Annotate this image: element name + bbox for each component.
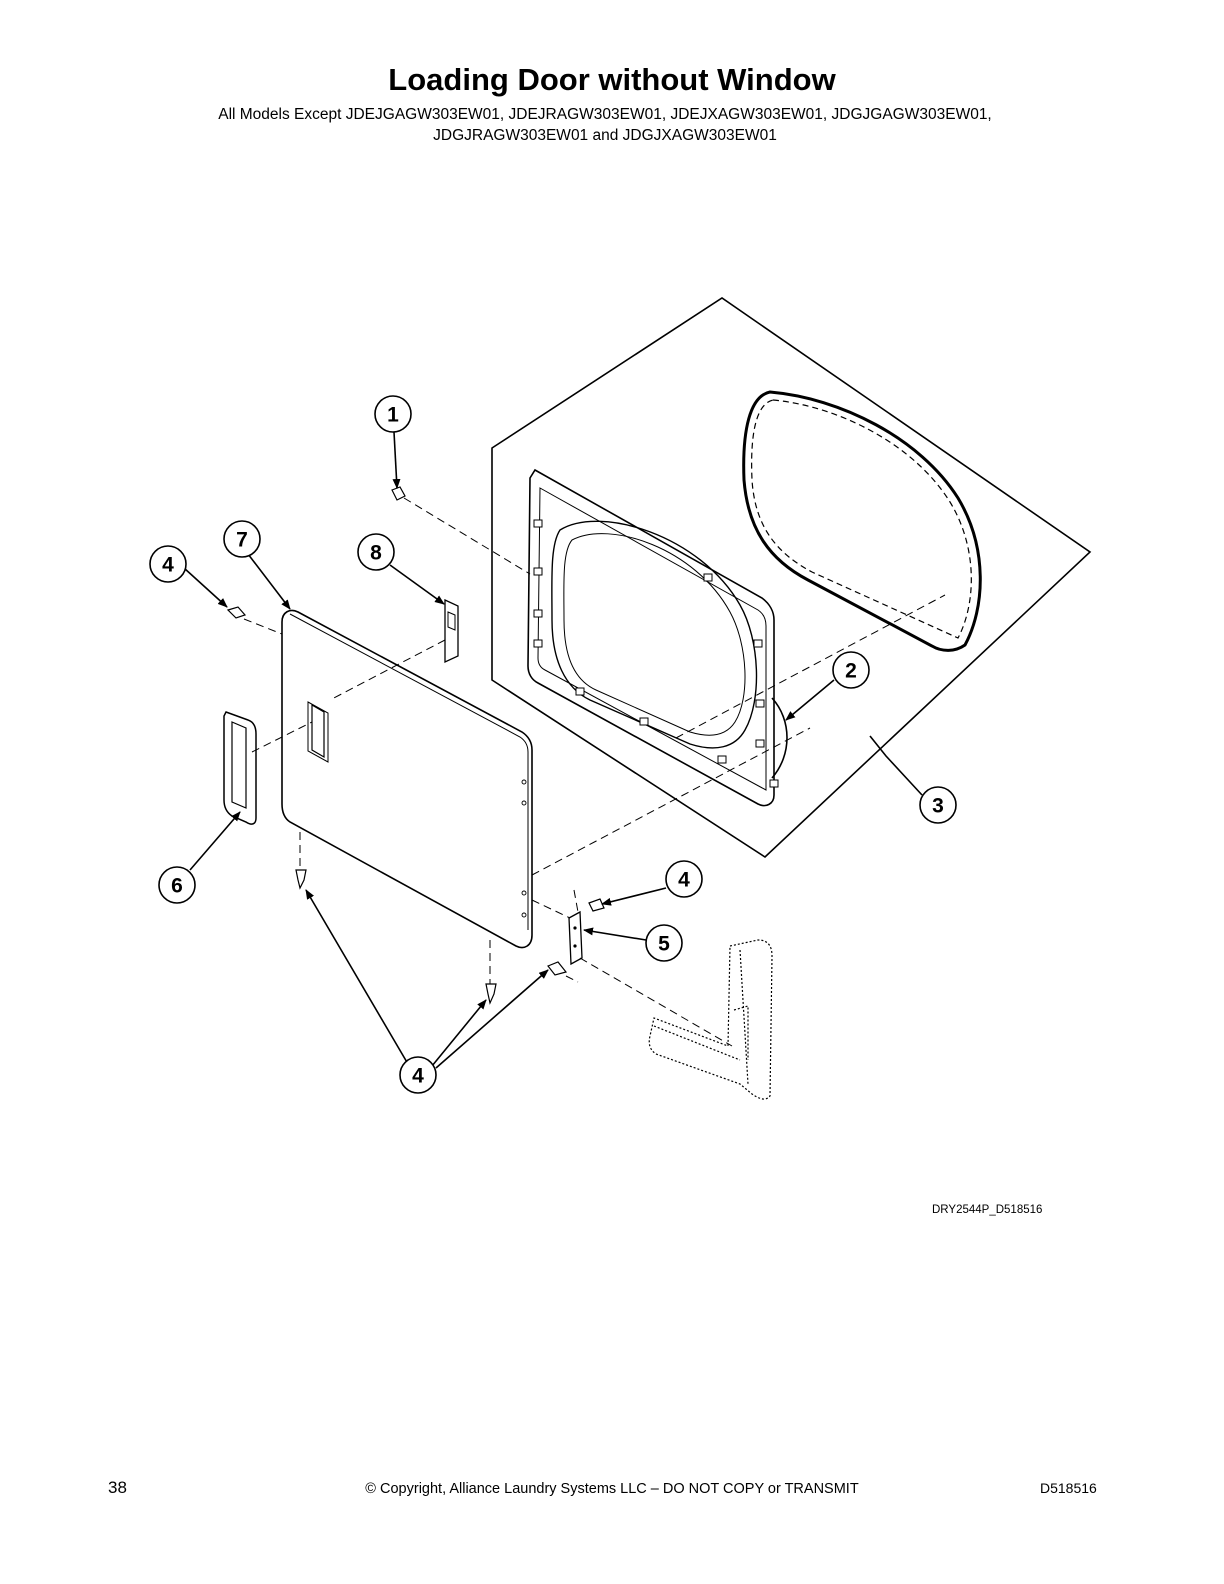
page-number: 38 (108, 1478, 127, 1497)
callout-3-label: 3 (932, 795, 944, 818)
callout-5-label: 5 (658, 933, 670, 956)
door-strike (444, 598, 459, 664)
door-handle (223, 711, 257, 825)
cabinet-corner (648, 939, 773, 1100)
callout-7: 7 (223, 520, 261, 558)
door-inner-frame (527, 468, 779, 807)
callout-5: 5 (645, 924, 683, 962)
copyright-notice: © Copyright, Alliance Laundry Systems LL… (365, 1481, 859, 1497)
callout-4-label: 4 (412, 1065, 424, 1088)
assembly-guide-lines (243, 497, 946, 1047)
callout-8: 8 (357, 533, 395, 571)
callout-4-label: 4 (678, 869, 690, 892)
callout-4-label: 4 (162, 554, 174, 577)
page-title: Loading Door without Window (388, 62, 836, 97)
door-hinge (568, 910, 583, 966)
callout-4-bottom: 4 (399, 1056, 437, 1094)
callout-1: 1 (374, 395, 412, 433)
subtitle-line-1: All Models Except JDEJGAGW303EW01, JDEJR… (218, 106, 992, 123)
callout-leaders (183, 431, 923, 1069)
screws (226, 606, 605, 1005)
callout-1-label: 1 (387, 404, 399, 427)
callout-7-label: 7 (236, 529, 248, 552)
callout-4-top-left: 4 (149, 545, 187, 583)
loading-door (281, 609, 533, 949)
callout-6: 6 (158, 866, 196, 904)
subtitle-line-2: JDGJRAGW303EW01 and JDGJXAGW303EW01 (433, 127, 777, 144)
callout-4-right: 4 (665, 860, 703, 898)
callout-2: 2 (832, 651, 870, 689)
callout-2-label: 2 (845, 660, 857, 683)
callout-8-label: 8 (370, 542, 382, 565)
figure-code: DRY2544P_D518516 (932, 1204, 1043, 1216)
callout-3: 3 (919, 786, 957, 824)
door-seal-gasket (742, 390, 982, 652)
document-number: D518516 (1040, 1480, 1097, 1496)
latch-clip (391, 486, 406, 501)
page-subtitle: All Models Except JDEJGAGW303EW01, JDEJR… (100, 104, 1110, 146)
callout-6-label: 6 (171, 875, 183, 898)
